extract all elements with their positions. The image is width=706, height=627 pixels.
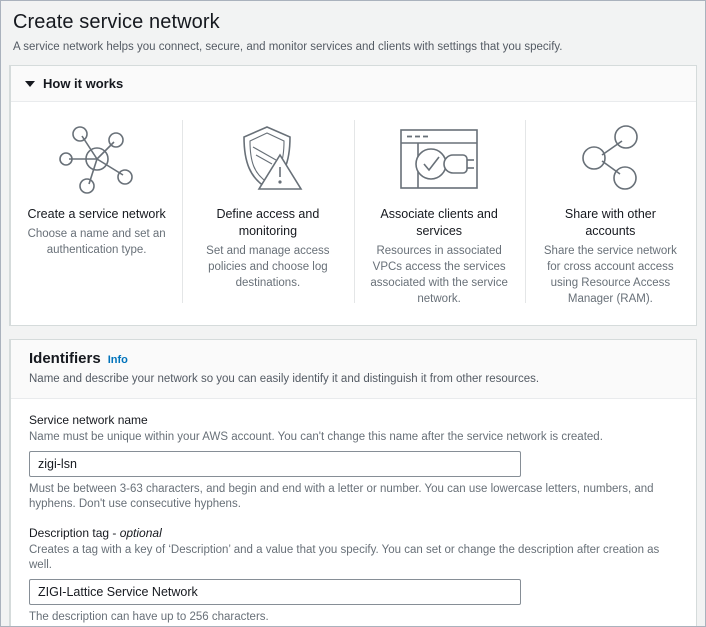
description-tag-constraint: The description can have up to 256 chara…	[29, 611, 269, 623]
description-tag-label: Description tag - optional	[29, 526, 682, 540]
card-title: Define access and monitoring	[216, 207, 320, 238]
card-text: Share the service network for cross acco…	[543, 245, 677, 305]
identifiers-panel: Identifiers Info Name and describe your …	[9, 339, 697, 626]
how-it-works-card: Associate clients and services Resources…	[353, 116, 525, 309]
page-header: Create service network A service network…	[1, 1, 705, 65]
card-text: Choose a name and set an authentication …	[27, 228, 166, 256]
description-tag-field: Description tag - optional Creates a tag…	[29, 526, 682, 625]
how-it-works-cards: Create a service network Choose a name a…	[11, 102, 696, 325]
service-network-name-input[interactable]	[29, 451, 521, 477]
description-tag-label-text: Description tag -	[29, 526, 120, 540]
shield-warning-icon	[196, 122, 339, 196]
description-tag-hint: Creates a tag with a key of ‘Description…	[29, 544, 660, 571]
service-network-name-label: Service network name	[29, 413, 148, 427]
card-title: Associate clients and services	[380, 207, 498, 238]
how-it-works-toggle[interactable]: How it works	[11, 66, 696, 102]
share-nodes-icon	[539, 122, 682, 196]
service-network-name-hint: Name must be unique within your AWS acco…	[29, 431, 603, 443]
hub-and-spoke-network-icon	[25, 122, 168, 196]
how-it-works-card: Share with other accounts Share the serv…	[524, 116, 696, 309]
service-network-name-field: Service network name Name must be unique…	[29, 413, 682, 512]
identifiers-header: Identifiers Info Name and describe your …	[11, 340, 696, 399]
identifiers-body: Service network name Name must be unique…	[11, 399, 696, 626]
identifiers-info-link[interactable]: Info	[107, 354, 128, 366]
service-network-name-constraint: Must be between 3-63 characters, and beg…	[29, 483, 654, 510]
how-it-works-panel: How it works	[9, 65, 697, 326]
how-it-works-card: Create a service network Choose a name a…	[11, 116, 182, 309]
identifiers-description: Name and describe your network so you ca…	[29, 373, 540, 385]
description-tag-optional-text: optional	[119, 526, 162, 540]
how-it-works-card: Define access and monitoring Set and man…	[182, 116, 353, 309]
card-text: Resources in associated VPCs access the …	[370, 245, 508, 305]
card-title: Share with other accounts	[564, 207, 656, 238]
identifiers-title: Identifiers	[29, 350, 101, 367]
how-it-works-label: How it works	[43, 76, 124, 91]
page-title: Create service network	[13, 11, 220, 33]
page-description: A service network helps you connect, sec…	[13, 41, 563, 53]
chevron-down-icon	[25, 80, 35, 87]
card-text: Set and manage access policies and choos…	[206, 245, 330, 289]
browser-plug-check-icon	[368, 122, 511, 196]
description-tag-input[interactable]	[29, 579, 521, 605]
card-title: Create a service network	[27, 207, 166, 221]
